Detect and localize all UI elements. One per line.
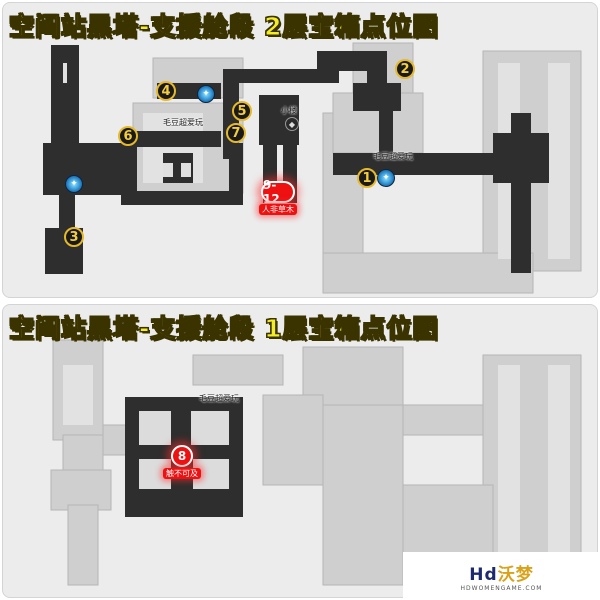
shop-icon[interactable]: ◆	[285, 117, 299, 131]
watermark-brand: Hd沃梦	[469, 560, 533, 585]
floor-1-map-graphic	[50, 339, 582, 586]
mascot-label-b: 毛豆超爱玩	[373, 152, 413, 161]
watermark-brand-latin: Hd	[469, 565, 498, 585]
red-marker-label: 触不可及	[163, 468, 201, 479]
watermark: Hd沃梦 HDWOMENGAME.COM	[403, 552, 600, 600]
chest-marker-4[interactable]: 4	[156, 81, 176, 101]
mascot-label-a: 毛豆超爱玩	[163, 118, 203, 127]
floor-2-map-panel: 空间站黑塔-支援舱段 2层宝箱点位图	[2, 2, 598, 298]
chest-marker-8[interactable]: 8 触不可及	[163, 445, 201, 479]
mascot-label: 毛豆超爱玩	[199, 394, 239, 403]
red-marker-label: 人非草木	[259, 204, 297, 215]
floor-1-map-title: 空间站黑塔-支援舱段 1层宝箱点位图	[8, 314, 439, 344]
red-marker-number: 9-12	[261, 178, 295, 206]
watermark-domain: HDWOMENGAME.COM	[460, 585, 543, 592]
teleport-anchor-icon[interactable]: ✦	[377, 169, 395, 187]
floor-2-map-graphic	[43, 42, 582, 294]
chest-marker-6[interactable]: 6	[118, 126, 138, 146]
chest-marker-3[interactable]: 3	[64, 227, 84, 247]
teleport-anchor-icon[interactable]: ✦	[65, 175, 83, 193]
floor-2-map-title: 空间站黑塔-支援舱段 2层宝箱点位图	[8, 12, 439, 42]
chest-marker-5[interactable]: 5	[232, 101, 252, 121]
chest-marker-7[interactable]: 7	[226, 123, 246, 143]
red-marker-number: 8	[171, 445, 193, 467]
shop-label: 小楼	[281, 106, 297, 115]
floor-1-map-panel: 空间站黑塔-支援舱段 1层宝箱点位图	[2, 304, 598, 598]
chest-marker-9-12[interactable]: 9-12 人非草木	[259, 178, 297, 215]
chest-marker-1[interactable]: 1	[357, 168, 377, 188]
chest-marker-2[interactable]: 2	[395, 59, 415, 79]
teleport-anchor-icon[interactable]: ✦	[197, 85, 215, 103]
floor-2-walkways	[43, 45, 549, 274]
watermark-brand-cn: 沃梦	[497, 565, 534, 585]
